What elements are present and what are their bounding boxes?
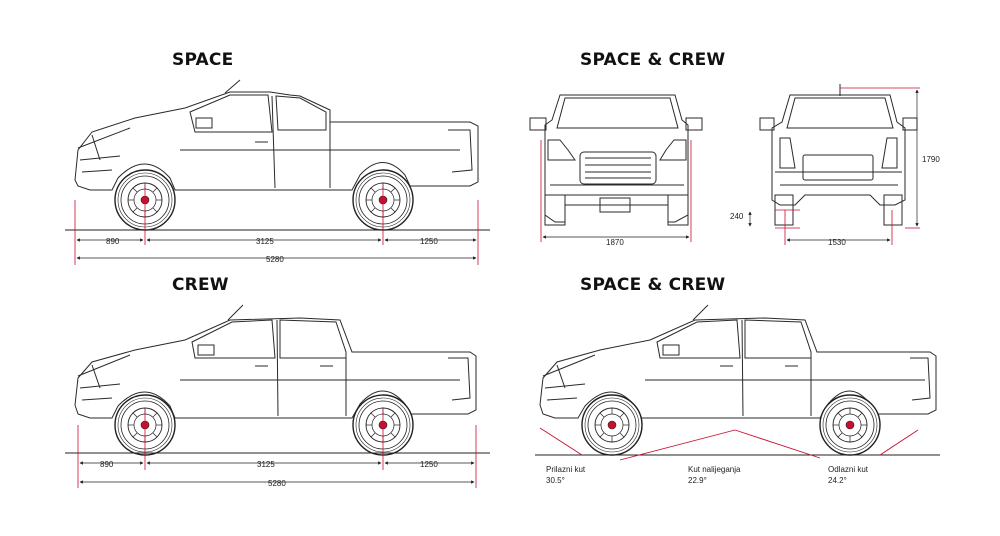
approach-angle-label: Prilazni kut	[546, 465, 586, 474]
crew-dimension-guides	[77, 410, 477, 488]
title-crew: CREW	[172, 275, 229, 295]
height-label: 1790	[922, 155, 940, 164]
crew-wheelbase-label: 3125	[257, 460, 275, 469]
breakover-angle-value: 22.9°	[688, 476, 707, 485]
crew-side-view	[74, 304, 477, 419]
space-dimension-guides	[74, 185, 479, 265]
angles-rear-wheel	[819, 394, 881, 456]
ground-clearance-label: 240	[730, 212, 744, 221]
angles-front-wheel	[581, 394, 643, 456]
front-track-guides	[540, 140, 692, 242]
space-wheelbase-label: 3125	[256, 237, 274, 246]
space-side-view	[74, 79, 479, 191]
rear-dimension-lines	[748, 89, 919, 242]
crew-total-length-label: 5280	[268, 479, 286, 488]
space-rear-overhang-label: 1250	[420, 237, 438, 246]
front-view	[529, 94, 703, 226]
title-space-crew-front-rear: SPACE & CREW	[580, 50, 726, 70]
rear-dimension-guides	[775, 87, 920, 245]
rear-track-label: 1530	[828, 238, 846, 247]
space-dimension-lines	[76, 238, 477, 260]
crew-rear-overhang-label: 1250	[420, 460, 438, 469]
departure-angle-value: 24.2°	[828, 476, 847, 485]
title-space-crew-angles: SPACE & CREW	[580, 275, 726, 295]
title-space: SPACE	[172, 50, 234, 70]
angle-lines	[539, 427, 919, 461]
space-front-overhang-label: 890	[106, 237, 120, 246]
breakover-angle: Kut nalijeganja 22.9°	[688, 464, 740, 486]
crew-front-overhang-label: 890	[100, 460, 114, 469]
space-total-length-label: 5280	[266, 255, 284, 264]
crew-dimension-lines	[79, 461, 475, 484]
departure-angle: Odlazni kut 24.2°	[828, 464, 868, 486]
approach-angle: Prilazni kut 30.5°	[546, 464, 585, 486]
breakover-angle-label: Kut nalijeganja	[688, 465, 741, 474]
angles-side-view	[539, 304, 937, 419]
departure-angle-label: Odlazni kut	[828, 465, 869, 474]
front-track-label: 1870	[606, 238, 624, 247]
approach-angle-value: 30.5°	[546, 476, 565, 485]
rear-view	[759, 84, 918, 226]
